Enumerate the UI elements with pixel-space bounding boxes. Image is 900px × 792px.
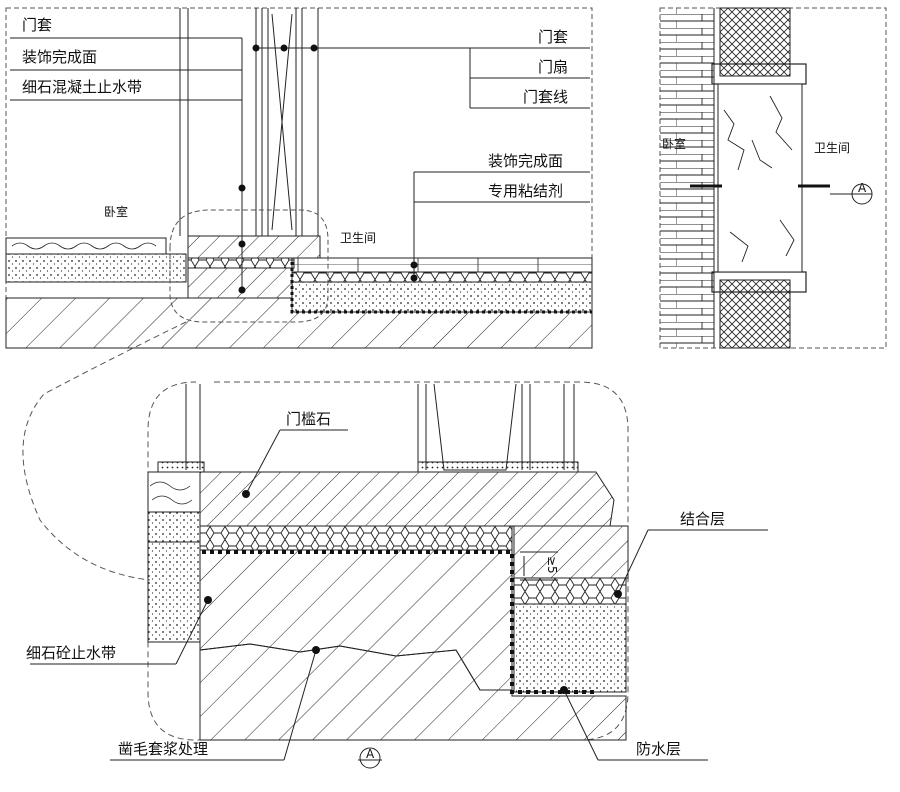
plan-label-bedroom: 卧室: [662, 136, 686, 151]
section-symbol: [359, 747, 381, 769]
door-frame-top: [179, 8, 319, 236]
waterproof-layer: [202, 550, 596, 694]
label-door-casing-right: 门套: [538, 28, 568, 46]
threshold-stone: [199, 471, 615, 527]
threshold-stone-top: [187, 235, 321, 259]
bonding-layer-bathroom: [513, 577, 627, 605]
door-jamb-upper: [719, 7, 791, 77]
connector-curve: [22, 321, 187, 581]
top-detail: 门套 装饰完成面 细石混凝土止水带 门套 门扇 门套线 装饰完成面 专用粘结剂 …: [5, 7, 593, 349]
bonding-layer: [199, 525, 513, 551]
bedroom-screed: [5, 253, 187, 283]
label-door-leaf: 门扇: [538, 58, 568, 76]
plan-view: A 卧室 卫生间: [659, 7, 887, 349]
brick-wall: [660, 8, 714, 348]
label-bathroom: 卫生间: [340, 231, 376, 245]
leader-dots-top: [238, 44, 418, 294]
label-waterstop: 细石砼止水带: [26, 644, 116, 662]
label-threshold-stone: 门槛石: [286, 410, 331, 428]
marble-veins: [723, 95, 795, 263]
enlarged-leaders: [30, 429, 768, 761]
casing-base-right: [417, 461, 579, 473]
bathroom-tile-enlarged: [513, 525, 629, 579]
label-bonding-layer: 结合层: [680, 510, 725, 528]
label-casing-line: 门套线: [523, 88, 568, 106]
label-finish-surface-right: 装饰完成面: [488, 152, 563, 170]
top-leaders: [10, 37, 590, 290]
slab-enlarged: [199, 643, 627, 741]
wood-floor: [5, 237, 167, 255]
dimension-label: ≥5: [545, 556, 559, 574]
waterstop-top: [187, 267, 293, 299]
bathroom-tile: [291, 257, 593, 273]
label-roughening: 凿毛套浆处理: [118, 740, 208, 758]
leader-dots-enlarged: [204, 490, 622, 694]
label-bedroom: 卧室: [104, 204, 128, 219]
section-letter: A: [366, 747, 375, 761]
dimension-mark: [520, 551, 558, 581]
plan-label-bathroom: 卫生间: [814, 141, 850, 155]
left-screed: [147, 541, 201, 643]
threshold-plan: [717, 83, 803, 273]
label-adhesive: 专用粘结剂: [488, 182, 563, 200]
bathroom-screed: [291, 281, 593, 313]
door-frame-enlarged: [185, 383, 575, 471]
enlarged-detail: ≥5 门槛石 结合层 细石砼止水带 凿毛套浆处理 防水层: [22, 321, 768, 769]
bathroom-adhesive: [291, 271, 593, 283]
plan-section-letter: A: [858, 181, 867, 195]
bathroom-screed-enlarged: [513, 603, 627, 693]
leveling-layer: [147, 511, 201, 543]
wood-floor-enlarged: [147, 471, 201, 513]
casing-base-left: [157, 461, 205, 473]
bonding-top: [187, 257, 295, 269]
label-waterstop-band: 细石混凝土止水带: [22, 78, 142, 96]
label-finish-surface: 装饰完成面: [22, 48, 97, 66]
door-jamb-lower: [719, 279, 791, 349]
waterproof-top: [290, 262, 592, 314]
label-waterproof-layer: 防水层: [636, 740, 681, 758]
detail-callout-outline: [169, 209, 329, 323]
label-door-casing: 门套: [22, 16, 52, 34]
